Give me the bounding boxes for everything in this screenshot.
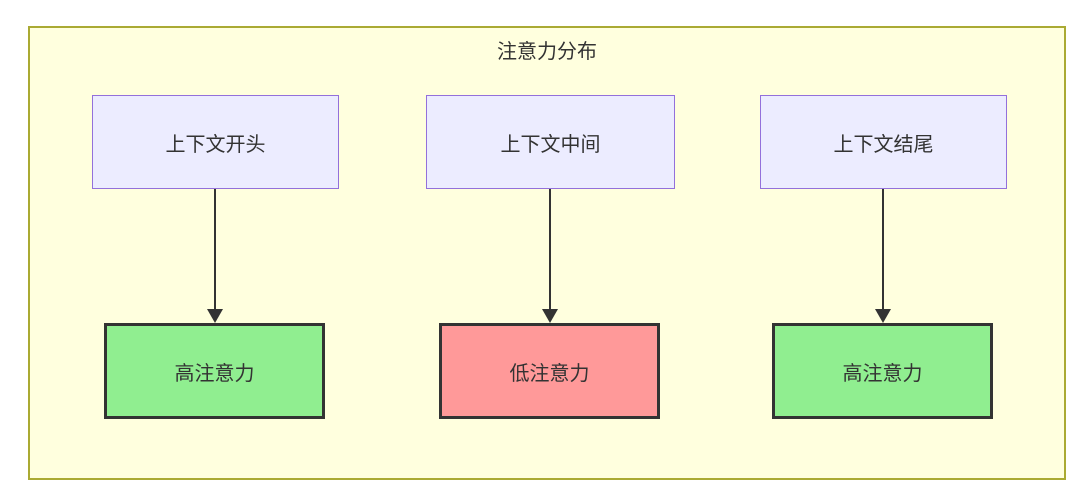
node-context-middle: 上下文中间 [426,95,675,189]
node-low-attention-label: 低注意力 [509,362,590,385]
arrowhead-down-icon-2 [542,309,558,323]
node-context-beginning: 上下文开头 [92,95,339,189]
arrowhead-down-icon-3 [875,309,891,323]
arrowhead-down-icon-1 [207,309,223,323]
node-high-attention-1-label: 高注意力 [174,362,255,385]
node-high-attention-2-label: 高注意力 [842,362,923,385]
arrow-down-3 [882,189,884,310]
node-high-attention-2: 高注意力 [772,323,993,419]
node-context-end-label: 上下文结尾 [833,133,934,156]
arrow-down-1 [214,189,216,310]
node-context-end: 上下文结尾 [760,95,1007,189]
node-low-attention: 低注意力 [439,323,660,419]
diagram-title: 注意力分布 [497,41,597,63]
node-context-beginning-label: 上下文开头 [165,133,266,156]
attention-distribution-subgraph: 注意力分布 上下文开头 高注意力 上下文中间 低注意力 上下文结尾 高注意力 [28,26,1066,480]
arrow-down-2 [549,189,551,310]
node-high-attention-1: 高注意力 [104,323,325,419]
node-context-middle-label: 上下文中间 [500,133,601,156]
